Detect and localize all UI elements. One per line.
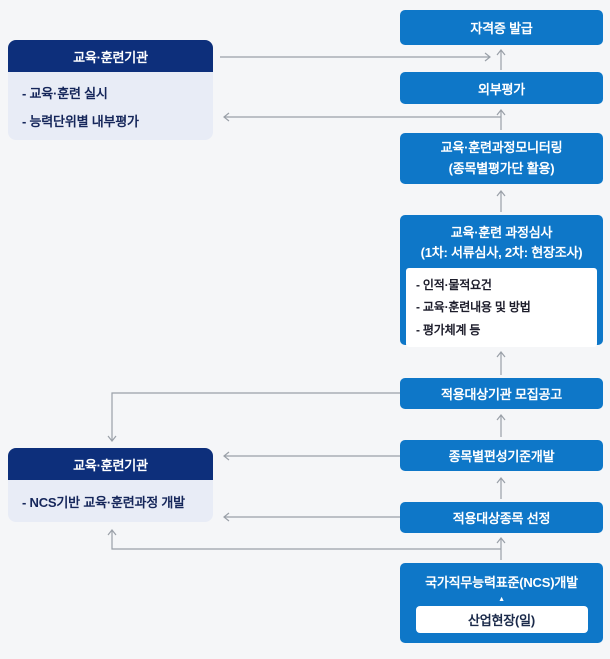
box-certificate-issuance: 자격증 발급 [400, 10, 603, 45]
training-institution-top-body: - 교육·훈련 실시 - 능력단위별 내부평가 [8, 72, 213, 140]
industry-field-panel: 산업현장(일) [415, 606, 588, 633]
training-institution-top-title: 교육·훈련기관 [73, 49, 148, 65]
list-item: - 인적·물적요건 [416, 278, 492, 293]
list-item: - 교육·훈련 실시 [22, 85, 108, 101]
panel-label: 산업현장(일) [467, 613, 536, 628]
box-sublabel: (종목별평가단 활용) [448, 160, 555, 176]
training-institution-top-header: 교육·훈련기관 [8, 40, 213, 72]
box-label: 자격증 발급 [470, 21, 533, 36]
box-label: 교육·훈련과정모니터링 [440, 140, 563, 156]
box-item-selection: 적용대상종목 선정 [400, 502, 603, 533]
up-triangle-icon: ▲ [498, 596, 505, 603]
training-institution-bottom-body: - NCS기반 교육·훈련과정 개발 [8, 480, 213, 522]
box-label: 적용대상기관 모집공고 [440, 387, 562, 402]
box-label: 외부평가 [477, 81, 526, 97]
training-institution-bottom-title: 교육·훈련기관 [73, 457, 148, 473]
box-label: 교육·훈련 과정심사 [450, 225, 553, 240]
list-item: - 평가체계 등 [416, 322, 481, 337]
box-standards-development: 종목별편성기준개발 [400, 440, 603, 471]
box-label: 종목별편성기준개발 [448, 449, 555, 464]
list-item: - NCS기반 교육·훈련과정 개발 [22, 494, 185, 510]
box-monitoring: 교육·훈련과정모니터링 (종목별평가단 활용) [400, 133, 603, 184]
list-item: - 교육·훈련내용 및 방법 [416, 300, 531, 315]
box-sublabel: (1차: 서류심사, 2차: 현장조사) [420, 245, 583, 261]
box-external-evaluation: 외부평가 [400, 72, 603, 104]
box-label: 적용대상종목 선정 [452, 511, 551, 526]
box-recruit-notice: 적용대상기관 모집공고 [400, 378, 603, 409]
box-label: 국가직무능력표준(NCS)개발 [425, 575, 578, 590]
box-ncs-development: 국가직무능력표준(NCS)개발 ▲ 산업현장(일) [400, 563, 603, 643]
review-criteria-panel: - 인적·물적요건 - 교육·훈련내용 및 방법 - 평가체계 등 [406, 268, 597, 347]
box-course-review: 교육·훈련 과정심사 (1차: 서류심사, 2차: 현장조사) - 인적·물적요… [400, 215, 603, 347]
training-institution-bottom-header: 교육·훈련기관 [8, 448, 213, 480]
list-item: - 능력단위별 내부평가 [22, 113, 139, 129]
arrow-recruit-to-institution [107, 392, 400, 442]
